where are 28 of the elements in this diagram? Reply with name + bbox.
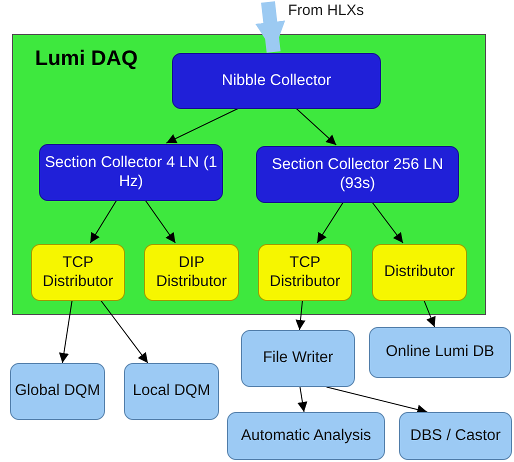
arrow: [326, 386, 428, 414]
process-box: Nibble Collector: [172, 53, 381, 109]
arrow: [100, 300, 148, 364]
group-panel: [12, 34, 486, 315]
process-box: Section Collector 256 LN (93s): [256, 146, 459, 203]
arrow: [58, 300, 73, 364]
process-box: TCP Distributor: [31, 244, 125, 301]
process-box: Online Lumi DB: [369, 327, 511, 378]
arrow: [296, 300, 306, 330]
arrow: [90, 200, 118, 244]
arrow: [372, 202, 404, 244]
arrow: [166, 108, 240, 144]
process-box: Automatic Analysis: [227, 412, 385, 460]
process-box: Section Collector 4 LN (1 Hz): [39, 144, 223, 201]
process-box: TCP Distributor: [258, 244, 352, 301]
process-box: Global DQM: [10, 363, 105, 420]
process-box: Local DQM: [124, 363, 219, 420]
arrow: [144, 200, 176, 244]
process-box: Distributor: [372, 244, 467, 301]
block-arrow: [255, 1, 286, 53]
arrow: [423, 300, 436, 328]
process-box: DBS / Castor: [399, 412, 512, 460]
arrow: [316, 202, 344, 244]
arrow: [295, 108, 337, 146]
process-box: File Writer: [241, 330, 355, 387]
process-box: DIP Distributor: [144, 244, 239, 301]
group-title: Lumi DAQ: [35, 47, 138, 71]
arrow: [297, 386, 308, 412]
